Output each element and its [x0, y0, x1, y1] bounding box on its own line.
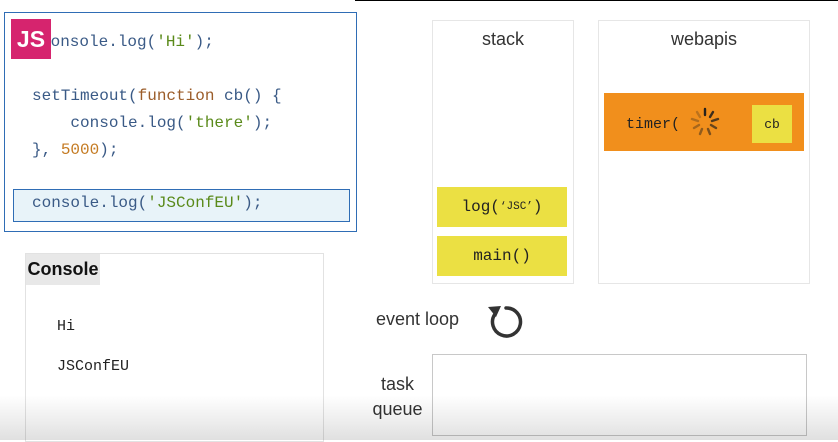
code-line-2: setTimeout(function cb() { [32, 87, 282, 105]
task-queue [432, 354, 807, 436]
code-line-4: }, 5000); [32, 141, 119, 159]
timer-bar: timer( cb [604, 93, 804, 151]
callback-box: cb [752, 105, 792, 143]
js-logo: JS [11, 19, 51, 59]
webapis-panel: webapis timer( cb [598, 20, 810, 284]
call-stack-panel: stack log(‘JSC’) main() [432, 20, 574, 284]
console-title: Console [26, 254, 100, 285]
code-line-5: console.log('JSConfEU'); [32, 194, 263, 212]
spinner-icon [690, 107, 720, 136]
stack-title: stack [481, 29, 524, 49]
code-line-3: console.log('there'); [32, 114, 273, 132]
timer-label: timer( [626, 116, 681, 133]
console-output-line: Hi [57, 318, 76, 335]
console-panel: Console Hi JSConfEU [25, 253, 324, 442]
event-loop-label: event loop [376, 309, 460, 329]
task-queue-label: task queue [372, 374, 423, 419]
current-line-highlight [13, 189, 350, 222]
stack-frame: main() [437, 236, 567, 276]
circular-arrow-icon [488, 306, 523, 338]
code-line-1: console.log('Hi'); [41, 33, 214, 51]
code-editor: console.log('Hi'); setTimeout(function c… [4, 12, 357, 232]
console-output-line: JSConfEU [57, 358, 130, 375]
webapis-title: webapis [670, 29, 738, 49]
top-divider [355, 0, 838, 1]
stack-frame: log(‘JSC’) [437, 187, 567, 227]
